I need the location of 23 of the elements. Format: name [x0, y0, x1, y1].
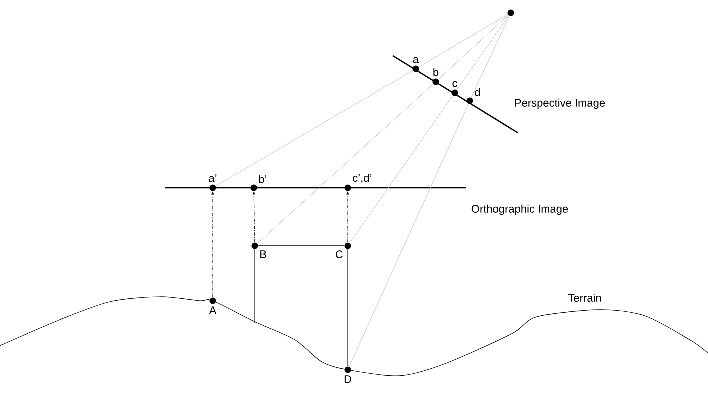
projection-ray: [349, 104, 469, 368]
node-label: C: [336, 250, 343, 258]
projection-ray: [257, 84, 434, 244]
node-label: b’: [259, 175, 267, 184]
plane-label: Terrain: [568, 294, 602, 302]
projection-ray: [438, 15, 509, 80]
projection-ray: [350, 96, 454, 244]
node-label: D: [344, 376, 352, 384]
plane-label: Orthographic Image: [472, 204, 568, 216]
node-label: c: [452, 81, 458, 88]
projection-ray: [216, 70, 414, 186]
line: [254, 249, 256, 324]
node-label: a’: [209, 174, 217, 182]
projection-ray: [418, 14, 508, 68]
node-label: b: [434, 68, 439, 76]
projection-ray: [456, 16, 510, 90]
plane-label: Perspective Image: [515, 98, 606, 110]
node-label: a: [413, 57, 420, 64]
node-label: d: [475, 88, 480, 96]
node-label: B: [260, 250, 266, 258]
node-label: c’,d’: [353, 174, 372, 184]
projection-ray: [471, 16, 510, 98]
node-label: A: [209, 306, 217, 314]
